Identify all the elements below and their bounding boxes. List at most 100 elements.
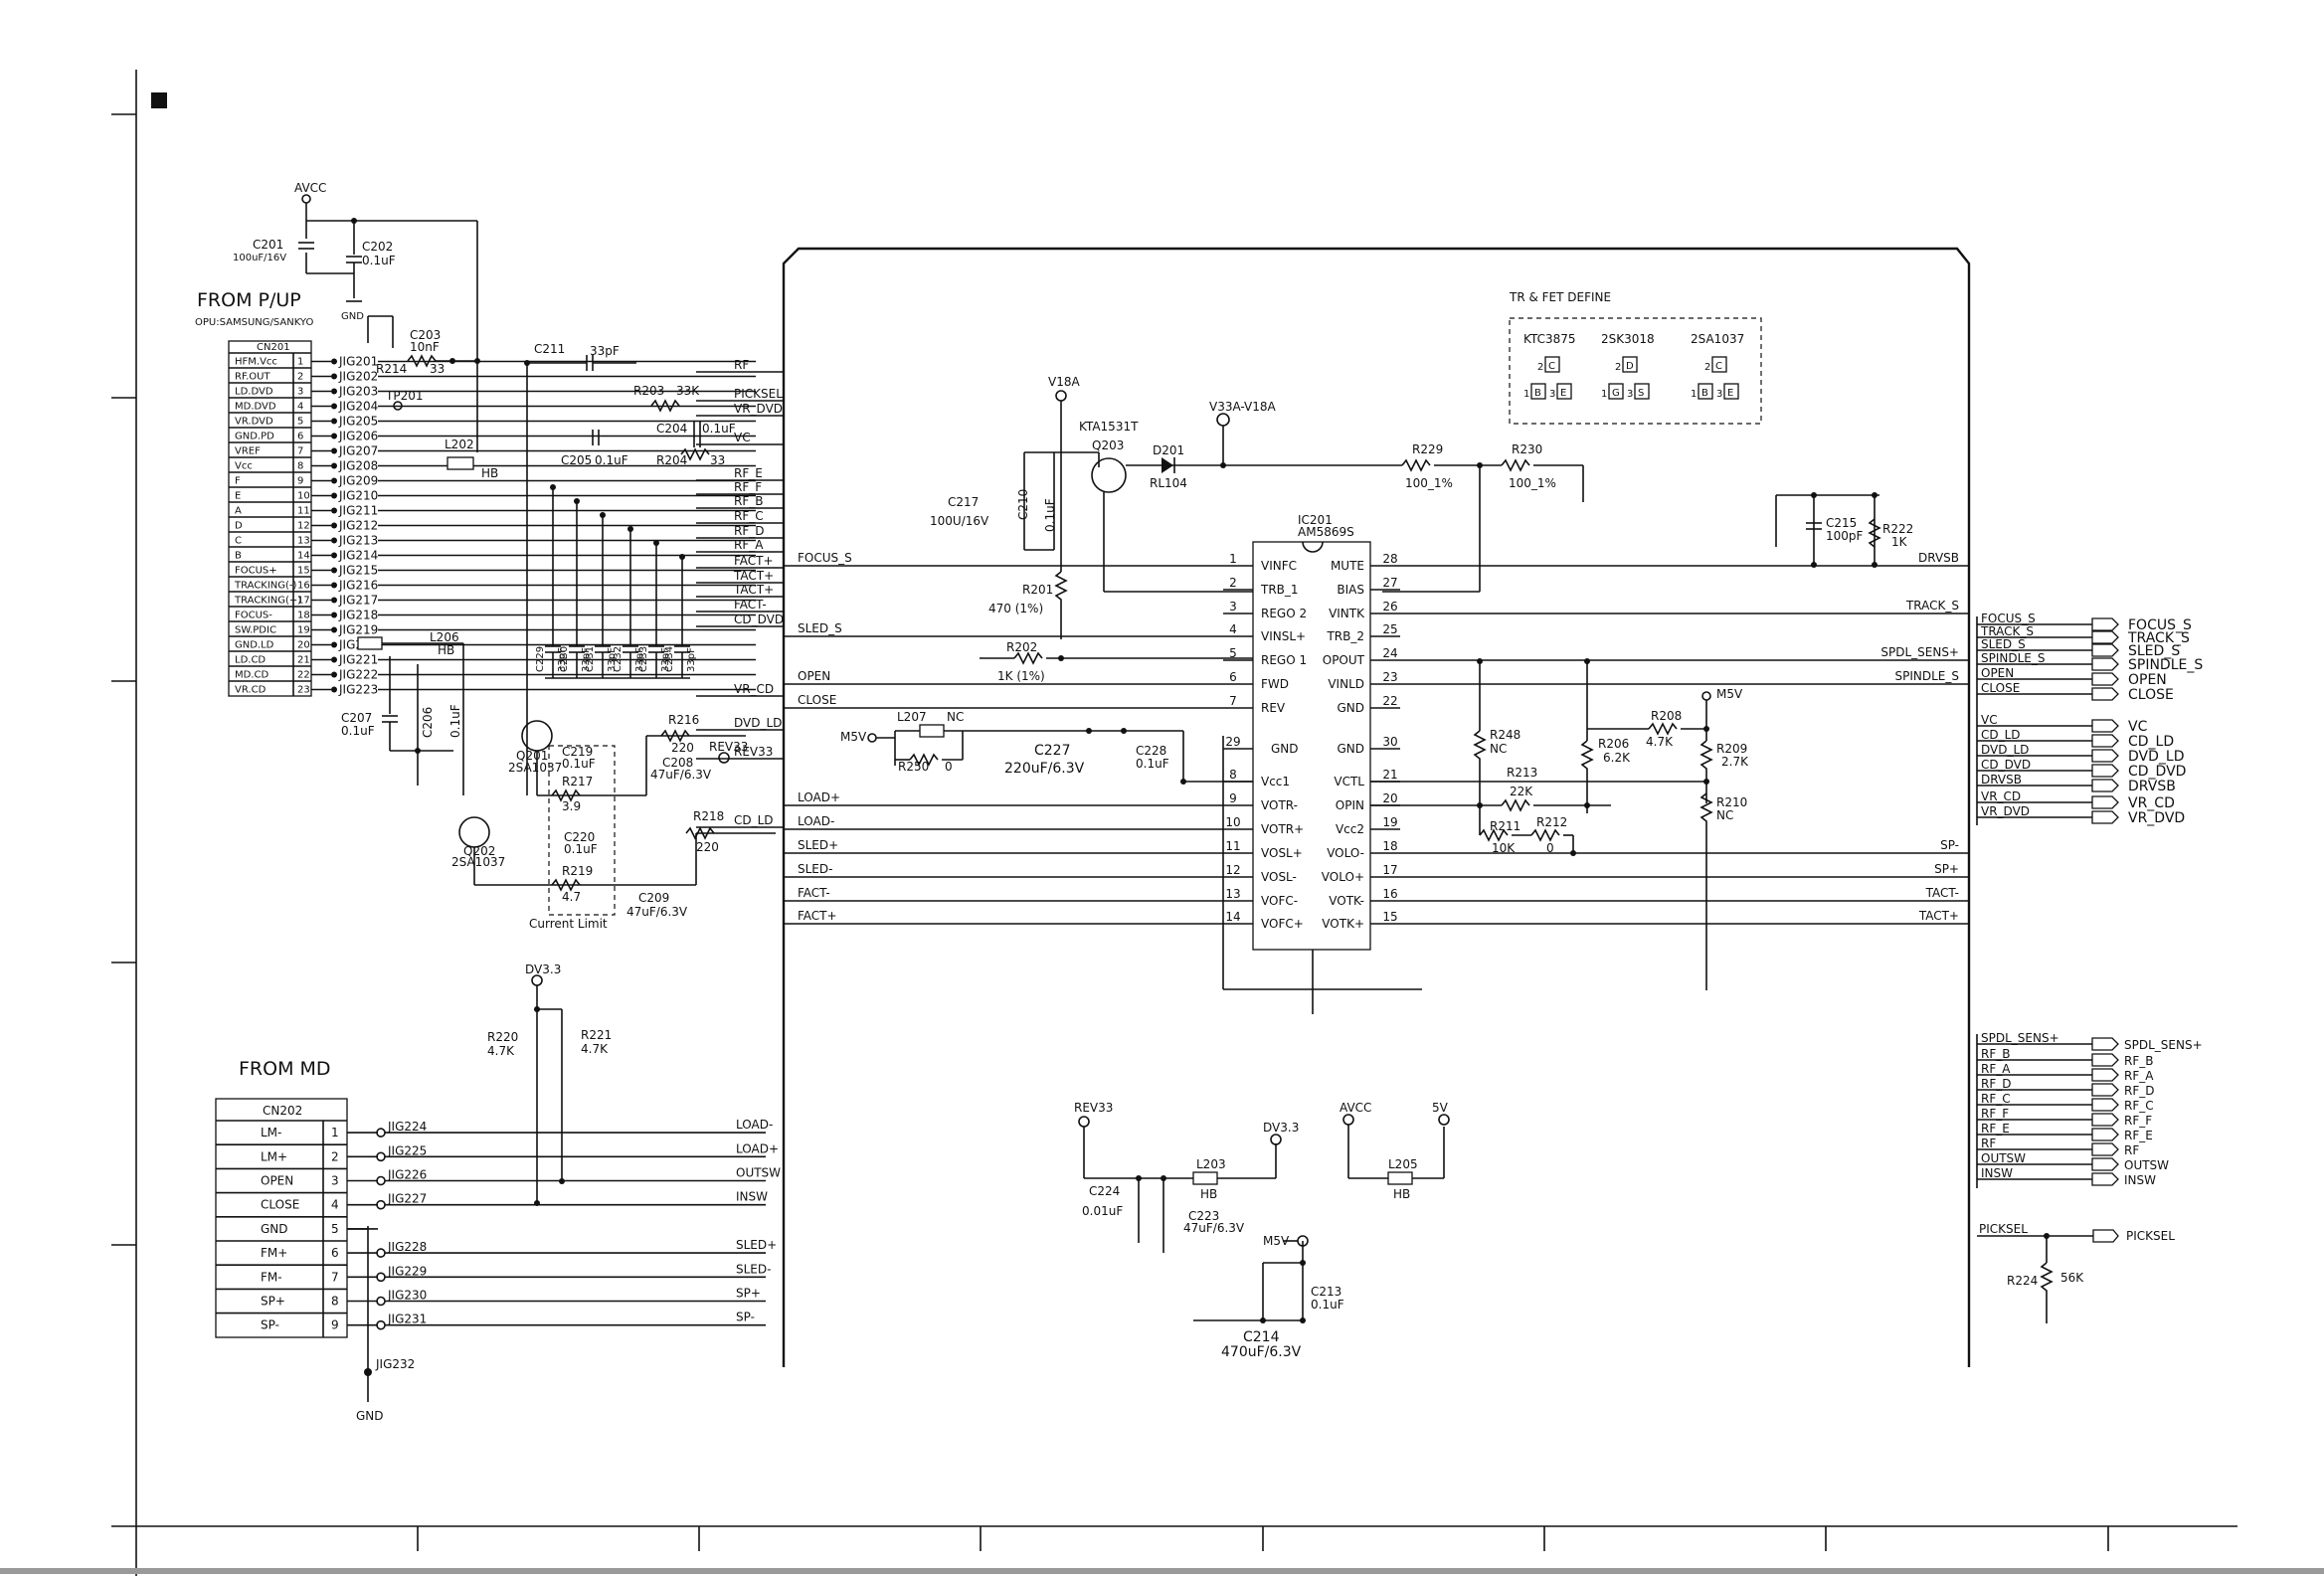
ic-pin-name: REV [1261, 701, 1286, 715]
ic-pin-name: OPIN [1336, 798, 1364, 812]
ic-pin-name: Vcc2 [1336, 822, 1364, 836]
jig-test-point [376, 1151, 386, 1162]
bus-net-label: TACT+ [733, 583, 774, 597]
cn201-subheading: OPU:SAMSUNG/SANKYO [195, 317, 313, 328]
connector-label: DVD_LD [2128, 749, 2184, 765]
connector-label: OPEN [2128, 672, 2167, 688]
bus-net-label: REV33 [734, 745, 773, 759]
svg-text:0: 0 [945, 760, 953, 774]
svg-text:2.7K: 2.7K [1721, 755, 1749, 769]
connector-arrow [2091, 779, 2119, 792]
svg-text:33: 33 [710, 453, 725, 467]
ic-pin-number: 30 [1382, 735, 1397, 749]
cn201-pin-number: 21 [297, 655, 310, 666]
m5v-network: M5V L207 NC R250 0 C227 220uF/6.3V C228 … [840, 710, 1258, 785]
tr-pin-number: 2 [1704, 362, 1710, 373]
cn202-pin-name: LM- [261, 1126, 281, 1139]
ic-net-label: SPDL_SENS+ [1880, 645, 1959, 659]
svg-text:C224: C224 [1089, 1184, 1120, 1198]
ic-pin-number: 1 [1229, 552, 1237, 566]
bus-net-label: CD_LD [734, 813, 774, 827]
connector-inner-label: SLED_S [1981, 637, 2026, 651]
cap-value: 33pF [686, 647, 697, 672]
connector-arrow [2091, 749, 2119, 763]
tr-pin-number: 1 [1691, 389, 1697, 400]
connector-arrow [2091, 687, 2119, 701]
svg-text:R219: R219 [562, 864, 593, 878]
svg-text:R210: R210 [1716, 795, 1747, 809]
svg-text:R229: R229 [1412, 442, 1443, 456]
svg-text:10nF: 10nF [410, 340, 440, 354]
connector-inner-label: CD_LD [1981, 728, 2021, 742]
connector-inner-label: DVD_LD [1981, 743, 2029, 757]
svg-text:1K: 1K [1891, 535, 1908, 549]
svg-text:33K: 33K [676, 384, 700, 398]
jig-label: JIG225 [387, 1143, 427, 1157]
svg-text:C228: C228 [1136, 744, 1166, 758]
tr-pin-number: 3 [1627, 389, 1633, 400]
svg-text:47uF/6.3V: 47uF/6.3V [1183, 1221, 1245, 1235]
ic-net-label: FOCUS_S [798, 551, 852, 565]
cn201-pin-name: LD.CD [235, 655, 266, 666]
jig-label: JIG219 [338, 623, 378, 637]
jig-test-point [331, 492, 337, 499]
cn202-pin-name: GND [261, 1222, 288, 1236]
ic-pin-number: 21 [1382, 768, 1397, 782]
cn202-net-label: SLED- [736, 1262, 771, 1276]
svg-text:V18A: V18A [1048, 375, 1080, 389]
connector-inner-label: RF_B [1981, 1047, 2010, 1061]
jig-label: JIG217 [338, 594, 378, 608]
svg-text:470 (1%): 470 (1%) [988, 602, 1043, 615]
tr-pin-name: C [1548, 361, 1555, 372]
cn201-pin-name: FOCUS+ [235, 566, 277, 577]
bus-net-label: CD_DVD [734, 613, 784, 626]
svg-text:PICKSEL: PICKSEL [1979, 1222, 2028, 1236]
cn202-pin-name: FM- [261, 1270, 282, 1284]
svg-text:HB: HB [438, 643, 454, 657]
ic-pin-number: 6 [1229, 670, 1237, 684]
ic-pin-number: 2 [1229, 576, 1237, 590]
tr-pin-number: 2 [1537, 362, 1543, 373]
cap-value: 33pF [581, 647, 592, 672]
rf-network: C211 33pF R203 33K C205 0.1uF C204 0.1uF… [445, 342, 736, 795]
svg-text:22K: 22K [1510, 785, 1533, 798]
jig-test-point [331, 358, 337, 365]
cn201-pin-number: 10 [297, 491, 310, 502]
jig-test-point [376, 1199, 386, 1210]
ic-net-label: TACT+ [1918, 909, 1959, 923]
cn201-pin-number: 11 [297, 506, 310, 517]
ic-pin-number: 29 [1225, 735, 1240, 749]
bus-net-label: VR_CD [734, 682, 774, 696]
cap-ref: C229 [535, 646, 546, 672]
ic-pin-name: VINFC [1261, 559, 1297, 573]
svg-text:C223: C223 [1188, 1209, 1219, 1223]
connector-inner-label: SPINDLE_S [1981, 651, 2046, 665]
jig-test-point [376, 1272, 386, 1283]
cn202-net-label: SP+ [736, 1287, 761, 1301]
connector-arrow [2091, 1113, 2119, 1127]
jig-label: JIG211 [338, 504, 378, 518]
ic-pin-number: 10 [1225, 815, 1240, 829]
cn202-heading: FROM MD [239, 1058, 331, 1080]
ic-pin-number: 11 [1225, 839, 1240, 853]
svg-text:R214: R214 [376, 362, 407, 376]
cn201-pin-number: 1 [297, 357, 303, 368]
tr-pin-name: D [1626, 361, 1634, 372]
jig-label: JIG209 [338, 474, 378, 488]
cap-ref: C233 [638, 646, 649, 672]
jig-test-point [331, 552, 337, 559]
cn201-pin-number: 17 [297, 596, 310, 607]
connector-arrow [2091, 1157, 2119, 1171]
svg-text:100U/16V: 100U/16V [930, 514, 989, 528]
svg-text:L203: L203 [1196, 1157, 1226, 1171]
svg-text:R201: R201 [1022, 583, 1053, 597]
ic-net-label: SP+ [1934, 862, 1959, 876]
svg-text:100pF: 100pF [1826, 529, 1864, 543]
svg-text:C215: C215 [1826, 516, 1857, 530]
svg-text:4.7K: 4.7K [581, 1042, 609, 1056]
